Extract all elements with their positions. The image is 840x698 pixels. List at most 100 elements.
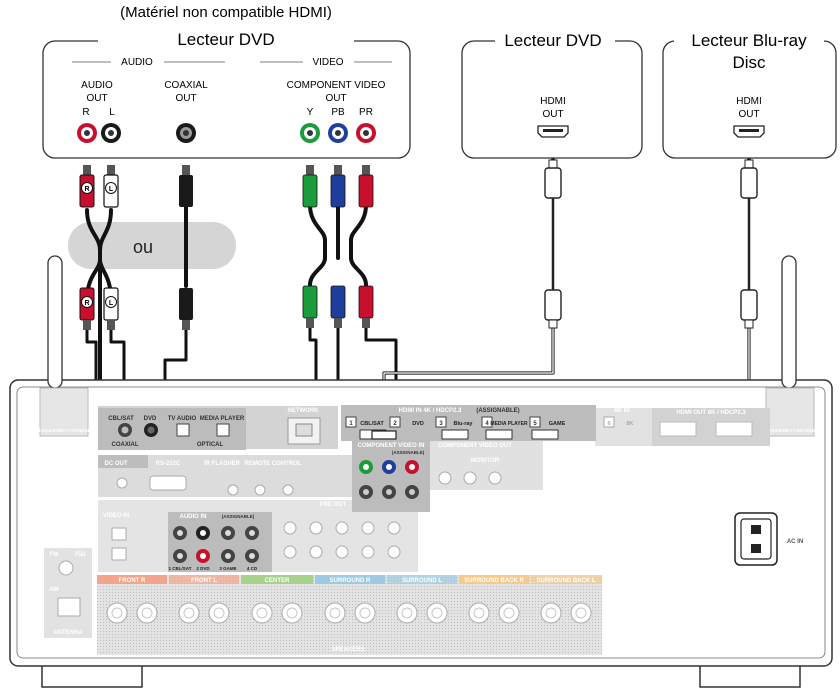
hdmi-plug-bluray-bottom <box>740 289 758 329</box>
audio-in-name: 2 DVD <box>196 566 210 571</box>
hdmi-input-num: 3 <box>439 421 443 427</box>
hdmi-input-name: GAME <box>549 421 566 427</box>
rca-plug-l-bottom: L <box>103 287 119 330</box>
speaker-channel-label: CENTER <box>265 578 290 584</box>
hdmi-input-name: DVD <box>412 421 424 427</box>
rca-plug-r-top: R <box>79 165 95 208</box>
dvd-legacy-title: Lecteur DVD <box>177 30 274 49</box>
rs232c-label: RS-232C <box>156 461 181 467</box>
optical-label: OPTICAL <box>197 442 224 448</box>
hdmi-port-icon <box>371 430 397 440</box>
l-label: L <box>109 107 115 118</box>
dvd-player-legacy: (Matériel non compatible HDMI) Lecteur D… <box>42 4 411 159</box>
hdmi-8k-panel: 8K IN 6 8K HDMI OUT 8K / HDCP2.3 <box>603 408 770 446</box>
control-ports: DC OUT RS-232C IR FLASHER REMOTE CONTROL <box>98 455 302 496</box>
digital-input-label: TV AUDIO <box>168 416 197 422</box>
audio-in-label: AUDIO IN <box>180 514 207 520</box>
monitor-label: MONITOR <box>471 458 500 464</box>
plugs: R L R L <box>79 159 758 330</box>
audio-in-name: 3 GAME <box>219 566 236 571</box>
speaker-channel-label: FRONT R <box>119 578 146 584</box>
am-label: AM <box>49 587 58 593</box>
rca-jack-icon <box>101 123 121 143</box>
hdmi-input-name: MEDIA PLAYER <box>490 421 528 427</box>
bluray-port-label-2: OUT <box>738 109 759 120</box>
hdmi-input-num: 2 <box>393 421 397 427</box>
audio-in-panel: AUDIO IN (ASSIGNABLE) 1 CBL/SAT 2 DVD 3 … <box>168 512 272 572</box>
component-video-out-label: COMPONENT VIDEO OUT <box>438 443 512 449</box>
speaker-channel-label: SURROUND BACK L <box>537 578 596 584</box>
rca-jack-icon <box>300 123 320 143</box>
audio-group-label: AUDIO <box>121 57 153 68</box>
fm-am-antenna-label: ANTENNA <box>53 630 83 636</box>
hdmi-8k-name: 8K <box>626 421 633 427</box>
pb-label: PB <box>331 107 345 118</box>
component-out-label-2: OUT <box>325 93 346 104</box>
av-receiver: Bluetooth/Wi-Fi ANTENNA Bluetooth/Wi-Fi … <box>9 255 833 688</box>
audio-in-assignable-label: (ASSIGNABLE) <box>222 514 255 519</box>
coaxial-plug-bottom <box>179 288 193 330</box>
audio-out-label-2: OUT <box>86 93 107 104</box>
hdmi-8k-in-label: 8K IN <box>614 408 629 414</box>
speaker-channel-label: SURROUND L <box>402 578 442 584</box>
digital-input-label: CBL/SAT <box>108 416 134 422</box>
or-badge: ou <box>68 222 236 269</box>
ir-flasher-label: IR FLASHER <box>204 461 241 467</box>
r-label: R <box>82 107 89 118</box>
ac-inlet-icon: AC IN <box>734 512 803 566</box>
bluray-title-2: Disc <box>732 53 766 72</box>
fm-am-antenna-panel: FM 75Ω AM ANTENNA <box>44 548 92 638</box>
hdmi-assignable-label: (ASSIGNABLE) <box>476 408 519 414</box>
rca-jack-icon <box>356 123 376 143</box>
plug-l-label: L <box>109 300 114 307</box>
hdmi-port-icon <box>733 125 765 138</box>
speakers-label: SPEAKERS <box>331 647 364 653</box>
hdmi-input-name: Blu-ray <box>454 421 474 427</box>
video-group-label: VIDEO <box>312 57 343 68</box>
component-plugs-top <box>302 165 374 208</box>
audio-in-name: 4 CD <box>247 566 258 571</box>
hdmi-input-num: 1 <box>349 421 353 427</box>
dvd-hdmi-port-label: HDMI <box>540 96 566 107</box>
plug-r-label: R <box>84 300 89 307</box>
digital-input-label: DVD <box>144 416 157 422</box>
plug-l-label: L <box>109 186 114 193</box>
hdmi-plug-bluray-top <box>740 159 758 199</box>
rca-jack-icon <box>77 123 97 143</box>
pr-label: PR <box>359 107 373 118</box>
speaker-channel-label: SURROUND R <box>330 578 371 584</box>
non-hdmi-note: (Matériel non compatible HDMI) <box>120 4 332 21</box>
component-video-in-panel: COMPONENT VIDEO IN (ASSIGNABLE) COMPONEN… <box>352 440 512 512</box>
bluray-player: Lecteur Blu-ray Disc HDMI OUT <box>662 30 837 159</box>
remote-control-label: REMOTE CONTROL <box>245 461 302 467</box>
hdmi-port-icon <box>537 125 569 138</box>
or-label: ou <box>133 237 153 257</box>
network-label: NETWORK <box>288 408 320 414</box>
hdmi-plug-dvd-bottom <box>544 289 562 329</box>
coaxial-plug-top <box>179 165 193 207</box>
fm-ohm-label: 75Ω <box>74 552 86 558</box>
y-label: Y <box>307 107 314 118</box>
hdmi-8k-num: 6 <box>607 421 610 427</box>
hdmi-input-num: 5 <box>533 421 537 427</box>
dvd-hdmi-title: Lecteur DVD <box>504 31 601 50</box>
rca-jack-icon <box>328 123 348 143</box>
dvd-hdmi-port-label-2: OUT <box>542 109 563 120</box>
video-in-pre-out: VIDEO IN PRE OUT <box>103 502 401 561</box>
coaxial-out-label: COAXIAL <box>164 80 208 91</box>
hdmi-input-num: 4 <box>485 421 489 427</box>
hdmi-in-panel: HDMI IN 4K / HDCP2.3 (ASSIGNABLE) 1 2 3 … <box>341 405 596 441</box>
bluray-port-label: HDMI <box>736 96 762 107</box>
digital-audio-in-panel: CBL/SAT DVD TV AUDIO MEDIA PLAYER COAXIA… <box>98 408 246 450</box>
dvd-player-hdmi: Lecteur DVD HDMI OUT <box>461 30 643 159</box>
speaker-terminals: FRONT R FRONT L CENTER SURROUND R SURROU… <box>97 575 602 655</box>
bluray-title: Lecteur Blu-ray <box>691 31 807 50</box>
antenna-icon: Bluetooth/Wi-Fi ANTENNA <box>762 255 819 437</box>
speaker-channel-label: FRONT L <box>191 578 217 584</box>
hdmi-in-label: HDMI IN 4K / HDCP2.3 <box>399 408 462 414</box>
component-assignable-label: (ASSIGNABLE) <box>392 450 425 455</box>
rca-plug-l-top: L <box>103 165 119 208</box>
component-plugs-bottom <box>302 285 374 328</box>
hdmi-input-name: CBL/SAT <box>360 421 384 427</box>
hdmi-out-label: HDMI OUT 8K / HDCP2.3 <box>676 410 746 416</box>
